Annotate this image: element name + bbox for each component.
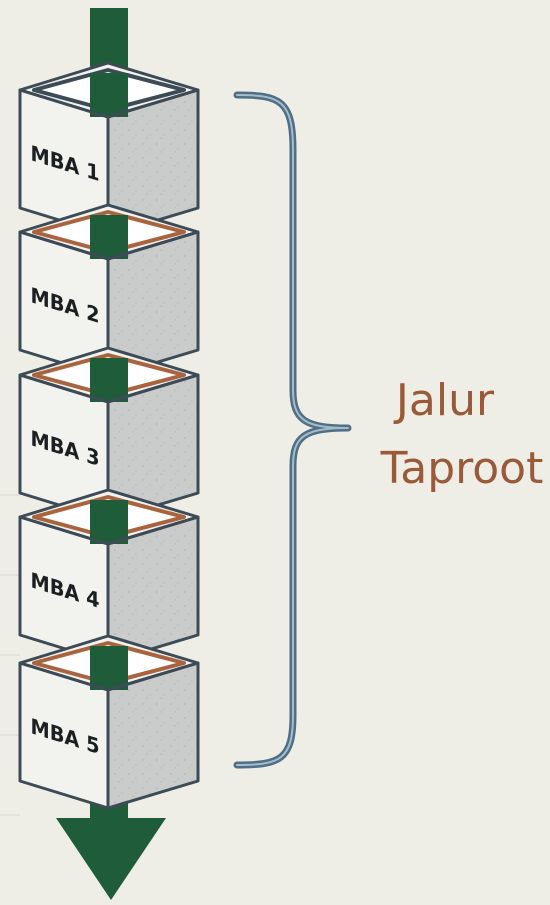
arrow-through-hole	[90, 358, 128, 402]
bracket-label-line-1: Jalur	[393, 375, 495, 426]
cube-front-edge	[19, 515, 199, 546]
cube-front-edge	[19, 661, 199, 692]
cube-front-edge	[19, 88, 199, 119]
cube-mba-5: MBA 5	[18, 634, 200, 810]
curly-bracket-highlight	[236, 94, 349, 766]
bracket-label-line-2: Taproot	[380, 443, 544, 494]
arrow-through-hole	[90, 215, 128, 259]
arrow-through-hole	[90, 73, 128, 117]
background-grid	[0, 494, 20, 816]
cube-front-edge	[19, 230, 199, 261]
bracket-label: Jalur Taproot	[380, 375, 544, 494]
arrow-through-hole	[90, 500, 128, 544]
cube-front-edge	[19, 373, 199, 404]
cube-mba-4: MBA 4	[18, 488, 200, 664]
arrow-through-hole	[90, 646, 128, 690]
cube-mba-2: MBA 2	[18, 203, 200, 379]
cube-mba-1: MBA 1	[18, 61, 200, 237]
down-arrow-icon	[56, 818, 166, 900]
